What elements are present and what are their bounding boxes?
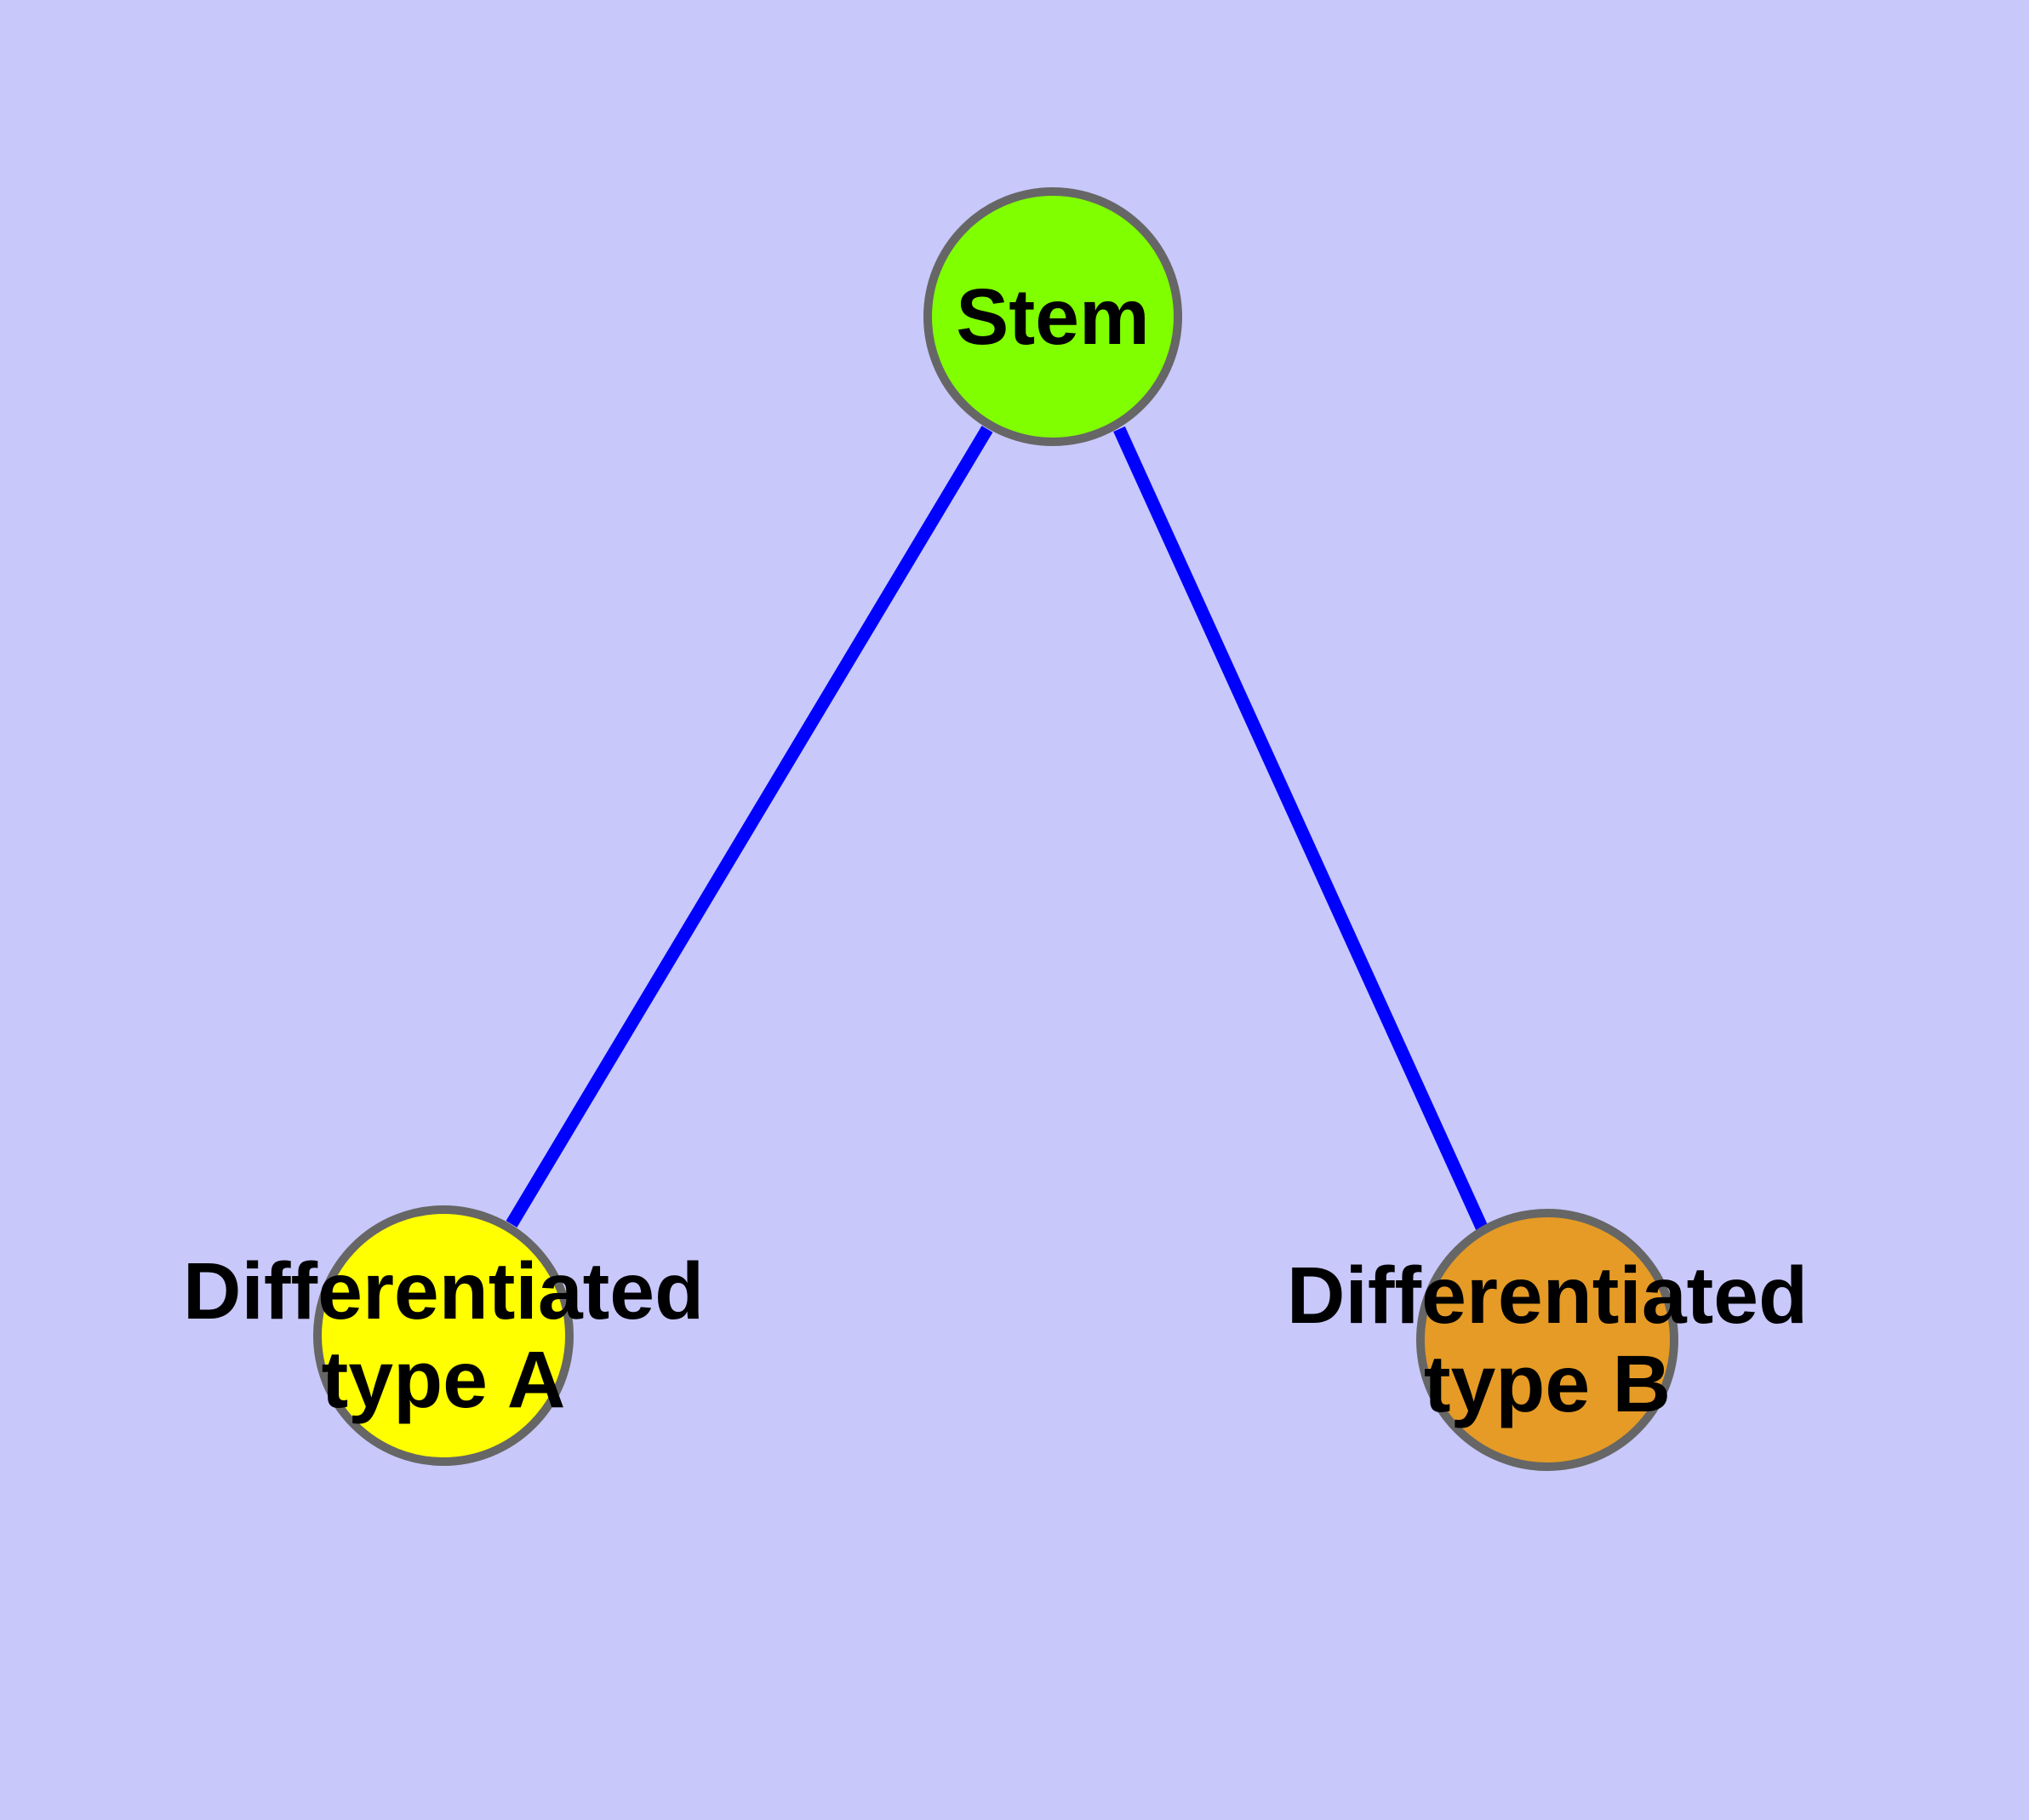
node-differentiated-type-a[interactable] (313, 1205, 574, 1466)
node-differentiated-type-b[interactable] (1416, 1209, 1678, 1471)
node-stem[interactable] (923, 187, 1182, 446)
edge-stem-to-differentiated-type-a (506, 426, 993, 1228)
edge-stem-to-differentiated-type-b (1113, 426, 1489, 1233)
